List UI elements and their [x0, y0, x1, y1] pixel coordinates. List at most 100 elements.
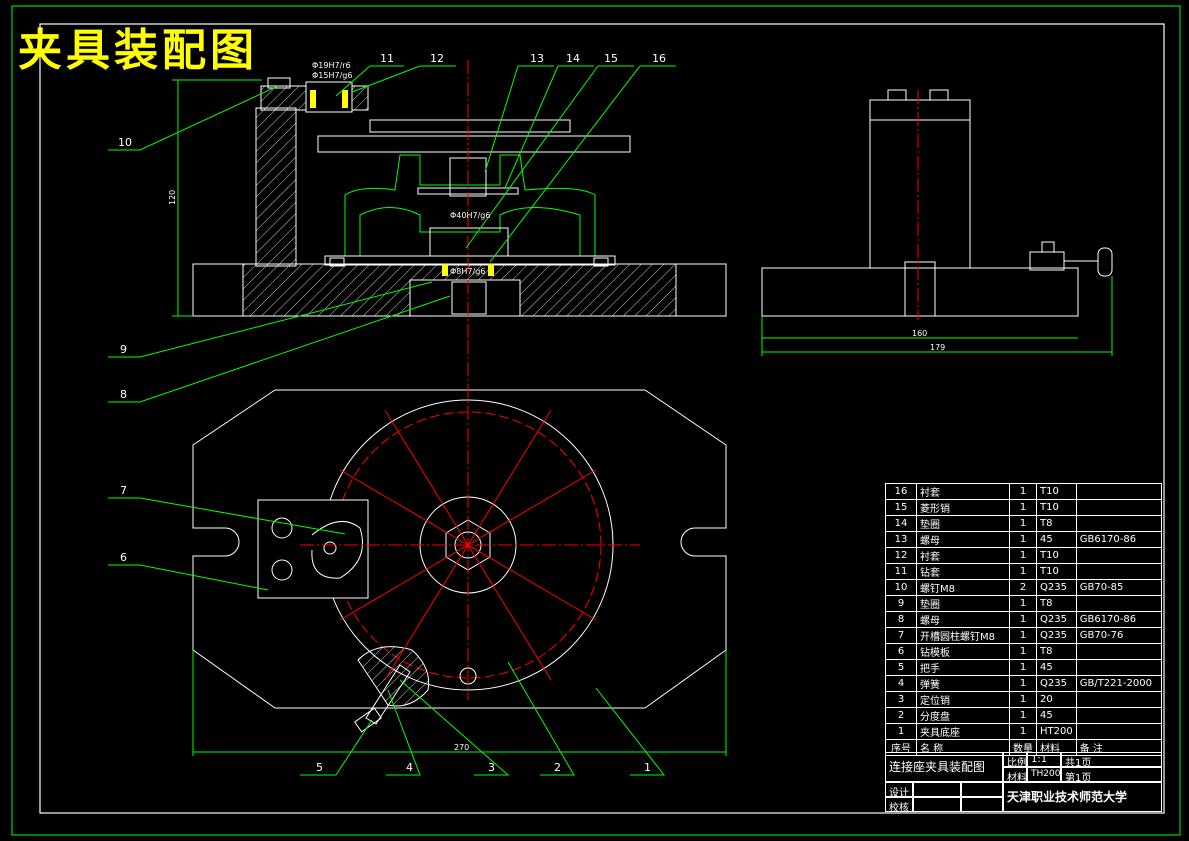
bom-cell-qty: 1 — [1009, 691, 1037, 708]
bom-cell-note: GB/T221-2000 — [1075, 675, 1163, 692]
bom-cell-material: 20 — [1036, 691, 1077, 708]
plan-base-outline — [192, 389, 727, 709]
bom-cell-material: T8 — [1036, 595, 1077, 612]
leader-8 — [108, 295, 451, 403]
cam-lever — [311, 520, 363, 579]
bom-cell-note: GB70-85 — [1075, 579, 1163, 596]
balloon-13: 13 — [530, 52, 544, 65]
bom-cell-material: 45 — [1036, 659, 1077, 676]
bom-cell-no: 2 — [885, 707, 917, 724]
side-top-plate — [869, 99, 971, 121]
sheets-total: 共1页 — [1061, 752, 1162, 767]
bom-cell-material: HT200 — [1036, 723, 1077, 740]
bom-cell-name: 钻模板 — [916, 643, 1010, 660]
bom-cell-qty: 1 — [1009, 627, 1037, 644]
bom-cell-note — [1075, 723, 1163, 740]
side-base — [761, 267, 1079, 317]
balloon-7: 7 — [120, 484, 127, 497]
leader-6 — [108, 564, 269, 591]
bom-cell-qty: 1 — [1009, 563, 1037, 580]
bom-cell-no: 3 — [885, 691, 917, 708]
leader-4 — [386, 689, 421, 776]
bom-cell-note — [1075, 659, 1163, 676]
nut-bottom — [451, 281, 487, 315]
leader-13 — [484, 65, 554, 173]
fit-mark-d — [488, 264, 494, 276]
bom-cell-note — [1075, 563, 1163, 580]
bom-cell-no: 8 — [885, 611, 917, 628]
bom-cell-name: 弹簧 — [916, 675, 1010, 692]
bom-cell-no: 6 — [885, 643, 917, 660]
bom-cell-name: 螺母 — [916, 531, 1010, 548]
leader-12 — [351, 65, 456, 93]
bom-cell-name: 定位销 — [916, 691, 1010, 708]
bom-cell-material: T8 — [1036, 643, 1077, 660]
balloon-4: 4 — [406, 761, 413, 774]
bom-cell-qty: 1 — [1009, 643, 1037, 660]
bom-cell-material: Q235 — [1036, 611, 1077, 628]
school-name: 天津职业技术师范大学 — [1003, 782, 1162, 812]
bom-cell-no: 1 — [885, 723, 917, 740]
bom-cell-name: 螺钉M8 — [916, 579, 1010, 596]
dim-label-179: 179 — [930, 343, 945, 352]
bom-cell-note: GB6170-86 — [1075, 611, 1163, 628]
fit-label-b: Φ15H7/g6 — [312, 71, 352, 80]
workpiece-body — [344, 154, 596, 257]
balloon-1: 1 — [644, 761, 651, 774]
bom-cell-no: 16 — [885, 483, 917, 500]
bom-header-row: 序号 名 称 数量 材料 备 注 — [885, 739, 1163, 756]
bom-cell-no: 5 — [885, 659, 917, 676]
clamp-screw-a — [271, 517, 293, 539]
title-block: 连接座夹具装配图 比例 1:1 共1页 材料 TH200 第1页 设计 校核 天… — [885, 752, 1162, 812]
balloon-8: 8 — [120, 388, 127, 401]
side-bolt-b — [929, 89, 949, 101]
fit-label-a: Φ19H7/r6 — [312, 61, 351, 70]
material-value: TH200 — [1027, 767, 1061, 782]
bom-cell-name: 垫圈 — [916, 515, 1010, 532]
plunger-rod — [365, 664, 411, 725]
scale-value: 1:1 — [1027, 752, 1061, 767]
bom-cell-qty: 1 — [1009, 547, 1037, 564]
balloon-12: 12 — [430, 52, 444, 65]
bom-cell-no: 11 — [885, 563, 917, 580]
leaders — [108, 65, 676, 776]
bom-cell-note — [1075, 547, 1163, 564]
bom-cell-name: 垫圈 — [916, 595, 1010, 612]
bom-cell-no: 7 — [885, 627, 917, 644]
bom-cell-qty: 1 — [1009, 675, 1037, 692]
side-hub — [904, 261, 936, 317]
leader-5 — [300, 719, 373, 776]
workpiece-flange — [317, 135, 631, 153]
bom-cell-material: Q235 — [1036, 627, 1077, 644]
leader-15 — [465, 65, 634, 249]
designer-label: 设计 — [885, 782, 913, 797]
leader-1 — [595, 687, 666, 776]
fit-mark-a — [310, 90, 316, 108]
bom-cell-qty: 1 — [1009, 595, 1037, 612]
bom-cell-note — [1075, 691, 1163, 708]
leader-10 — [108, 85, 279, 151]
workpiece-top — [369, 119, 571, 133]
balloon-10: 10 — [118, 136, 132, 149]
bom-cell-name: 菱形销 — [916, 499, 1010, 516]
drawing-title: 夹具装配图 — [18, 25, 258, 76]
bom-cell-material: T10 — [1036, 499, 1077, 516]
dim-label-160: 160 — [912, 329, 927, 338]
clamp-screw-b — [271, 559, 293, 581]
drawing-name: 连接座夹具装配图 — [885, 752, 1003, 782]
dimension-labels: Φ19H7/r6 Φ15H7/g6 Φ40H7/g6 Φ8H7/g6 120 1… — [168, 61, 945, 752]
bom-cell-no: 4 — [885, 675, 917, 692]
fit-label-bore: Φ40H7/g6 — [450, 211, 490, 220]
bom-cell-material: T10 — [1036, 563, 1077, 580]
leader-3 — [399, 679, 510, 776]
